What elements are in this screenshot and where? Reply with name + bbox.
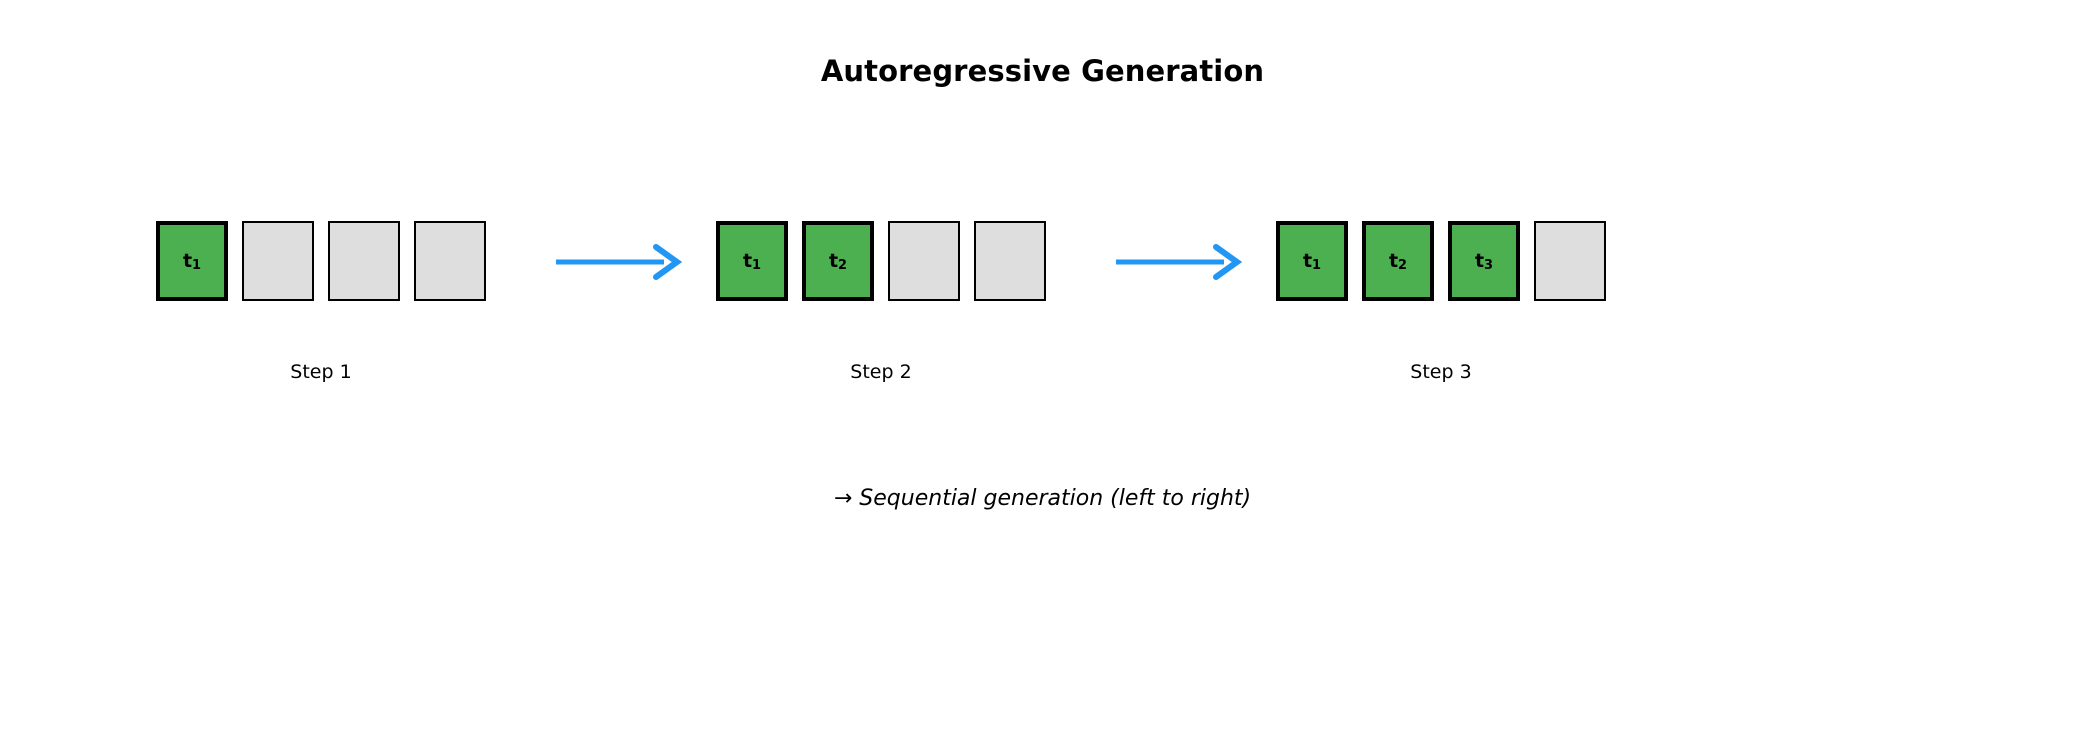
right-arrow-icon (1116, 244, 1243, 280)
step-caption-1: Step 1 (290, 361, 352, 383)
token-slot-1-2[interactable] (242, 221, 314, 301)
right-arrow-icon (556, 244, 683, 280)
token-sequence-step-2: t1 t2 (716, 221, 1046, 303)
step-group-2: t1 t2 Step 2 (716, 221, 1046, 383)
figure-note: → Sequential generation (left to right) (833, 486, 1252, 511)
arrow-step2-to-step3 (1112, 240, 1252, 284)
token-label-2-1: t1 (742, 249, 762, 274)
token-index-3-2: 2 (1398, 258, 1408, 274)
token-index-3-1: 1 (1312, 258, 1322, 274)
step-group-3: t1 t2 t3 Step 3 (1276, 221, 1606, 383)
token-slot-1-3[interactable] (328, 221, 400, 301)
token-index-3-3: 3 (1484, 258, 1494, 274)
step-caption-3: Step 3 (1410, 361, 1472, 383)
token-slot-2-4[interactable] (974, 221, 1046, 301)
step-group-1: t1 Step 1 (156, 221, 486, 383)
token-label-1-1: t1 (182, 249, 202, 274)
token-index-2-1: 1 (752, 258, 762, 274)
token-index-1-1: 1 (192, 258, 202, 274)
token-label-2-2: t2 (828, 249, 848, 274)
token-slot-2-1[interactable]: t1 (716, 221, 788, 301)
token-slot-3-3[interactable]: t3 (1448, 221, 1520, 301)
token-slot-1-4[interactable] (414, 221, 486, 301)
token-sequence-step-3: t1 t2 t3 (1276, 221, 1606, 303)
token-slot-2-3[interactable] (888, 221, 960, 301)
token-slot-3-1[interactable]: t1 (1276, 221, 1348, 301)
token-index-2-2: 2 (838, 258, 848, 274)
token-slot-3-4[interactable] (1534, 221, 1606, 301)
token-slot-1-1[interactable]: t1 (156, 221, 228, 301)
token-label-3-2: t2 (1388, 249, 1408, 274)
figure-title: Autoregressive Generation (820, 54, 1265, 88)
token-slot-3-2[interactable]: t2 (1362, 221, 1434, 301)
token-sequence-step-1: t1 (156, 221, 486, 303)
token-label-3-3: t3 (1474, 249, 1494, 274)
token-label-3-1: t1 (1302, 249, 1322, 274)
step-caption-2: Step 2 (850, 361, 912, 383)
arrow-step1-to-step2 (552, 240, 692, 284)
token-slot-2-2[interactable]: t2 (802, 221, 874, 301)
